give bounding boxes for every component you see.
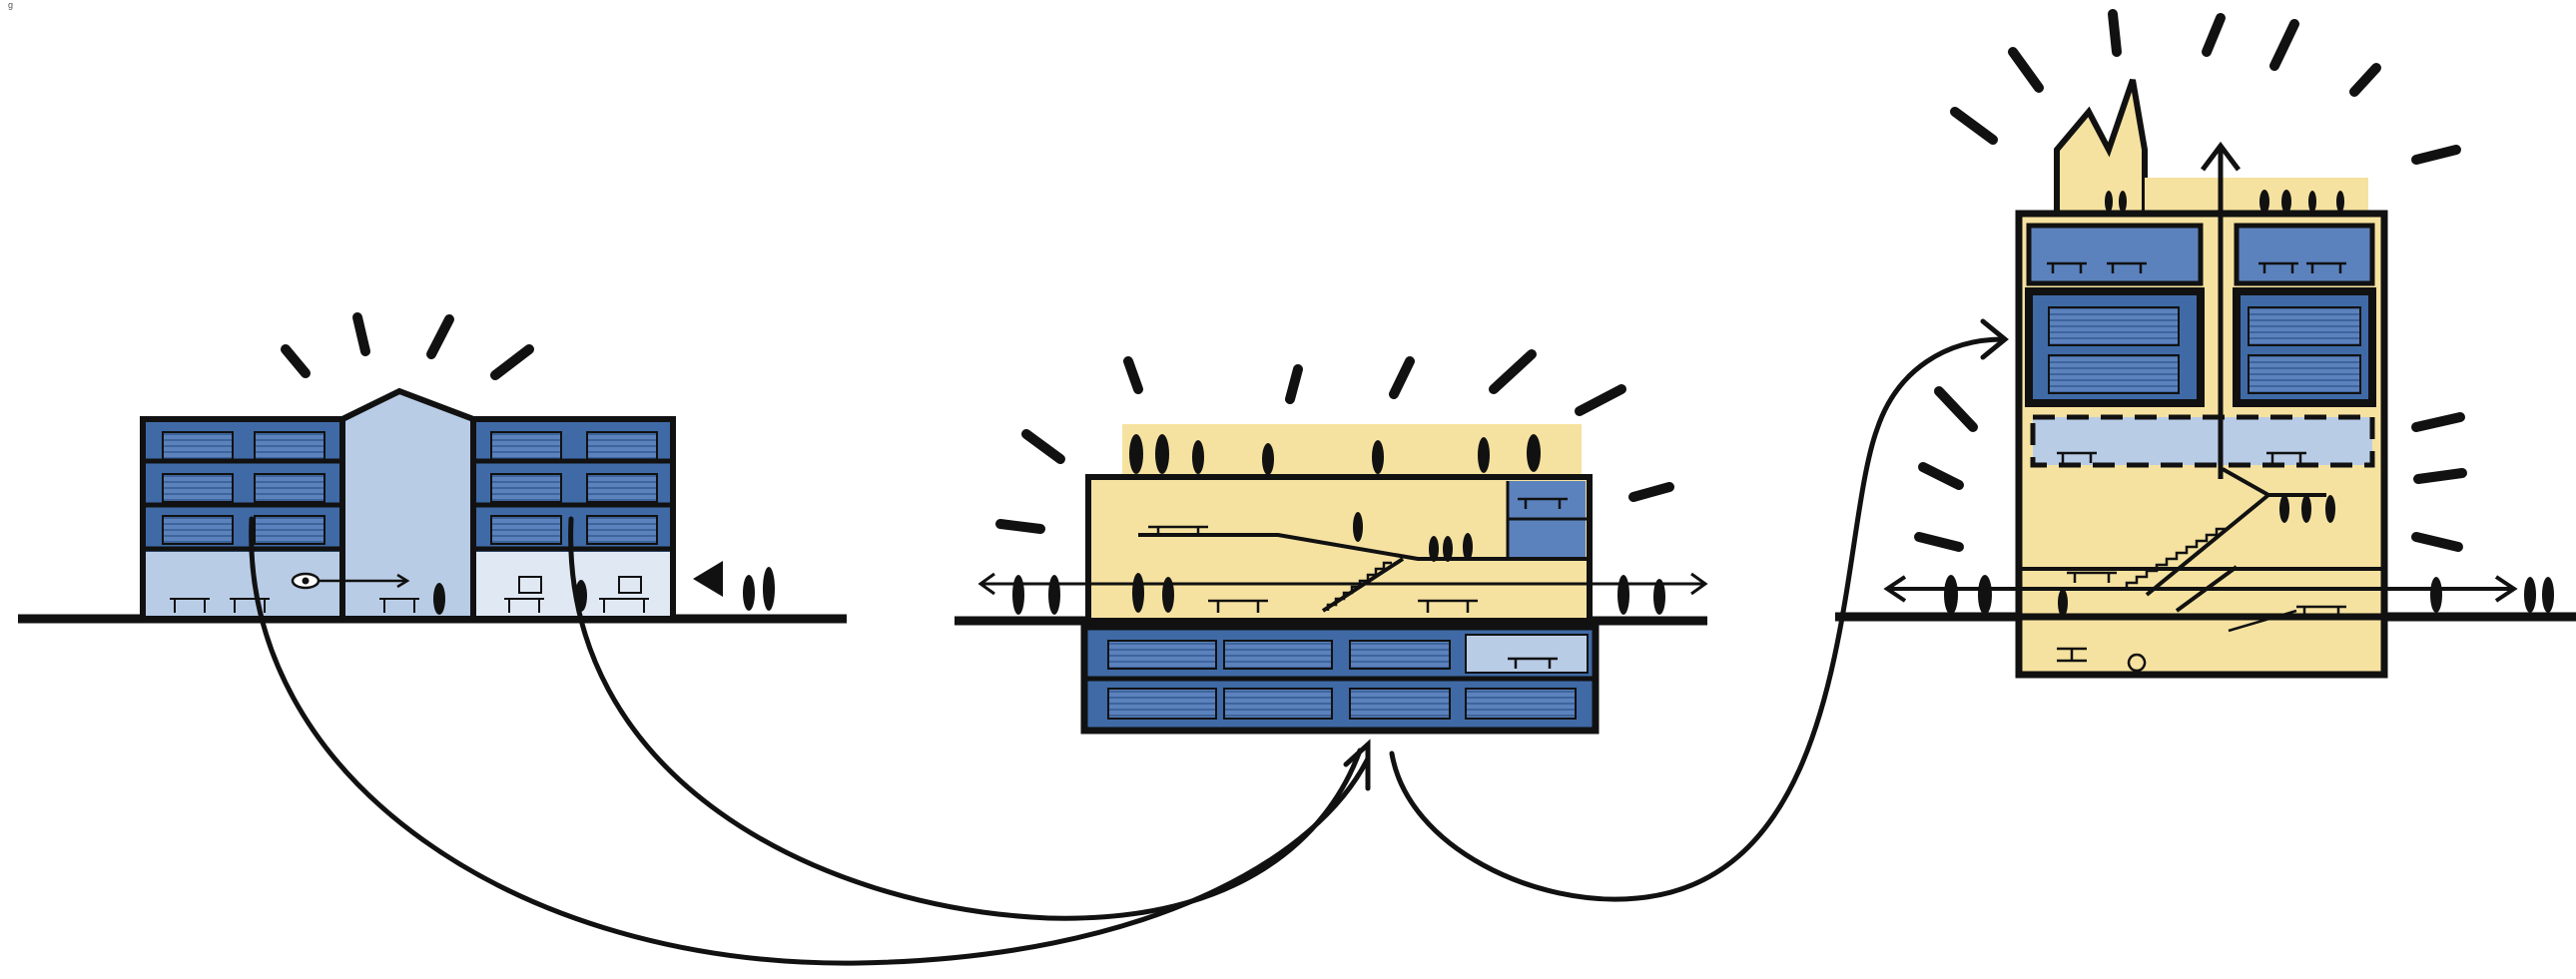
scene-existing-building — [18, 317, 847, 619]
central-gable-hall — [342, 391, 473, 619]
entrance-triangle-icon — [693, 561, 723, 597]
scene-tower-building — [1835, 14, 2576, 675]
scene-transformed-hub — [955, 354, 1707, 731]
rooftop-terrace — [1122, 424, 1582, 479]
glow-rays — [286, 317, 529, 375]
chimney-roof — [2057, 80, 2145, 214]
